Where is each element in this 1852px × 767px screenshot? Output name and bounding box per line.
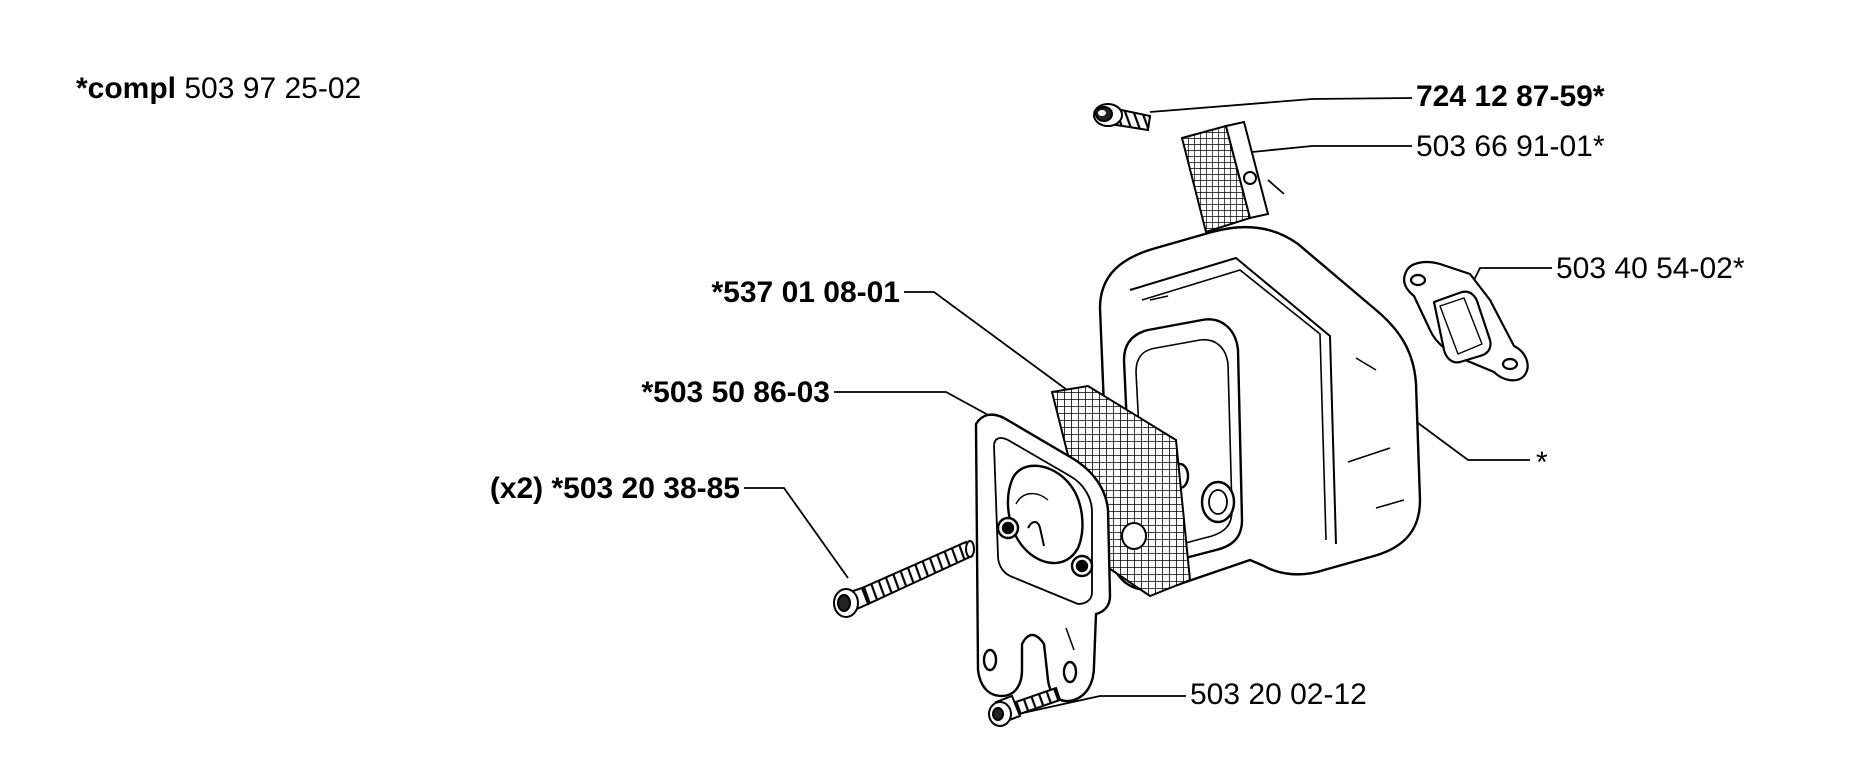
- leader-muffler-body: [1413, 419, 1530, 461]
- callout-screen-top: 503 66 91-01*: [1416, 130, 1605, 163]
- leader-bolts: [744, 487, 849, 579]
- callout-screw-top: 724 12 87-59*: [1416, 80, 1605, 113]
- callout-bottom-screw: 503 20 02-12: [1190, 678, 1367, 711]
- top-screw: [1093, 103, 1152, 132]
- top-screen: [1180, 120, 1285, 234]
- callout-plate: *503 50 86-03: [641, 376, 831, 409]
- leader-screen-top: [1231, 145, 1412, 155]
- compl-prefix: *compl: [76, 72, 177, 105]
- callout-bolts: (x2) *503 20 38-85: [489, 472, 740, 505]
- callout-screen-front: *537 01 08-01: [711, 276, 901, 309]
- leader-plate: [834, 391, 991, 417]
- mounting-plate: [974, 413, 1112, 703]
- right-gasket: [1403, 261, 1529, 382]
- bottom-screw: [988, 686, 1062, 727]
- assembly-number: 503 97 25-02: [184, 72, 362, 105]
- assembly-header: *compl 503 97 25-02: [76, 72, 361, 106]
- leader-screen-front: [904, 291, 1079, 399]
- callout-gasket-right: 503 40 54-02*: [1556, 252, 1745, 285]
- callout-muffler-body: *: [1536, 446, 1548, 479]
- leader-screw-top: [1149, 97, 1413, 113]
- leader-bottom-screw: [999, 695, 1186, 719]
- long-bolt: [833, 540, 975, 618]
